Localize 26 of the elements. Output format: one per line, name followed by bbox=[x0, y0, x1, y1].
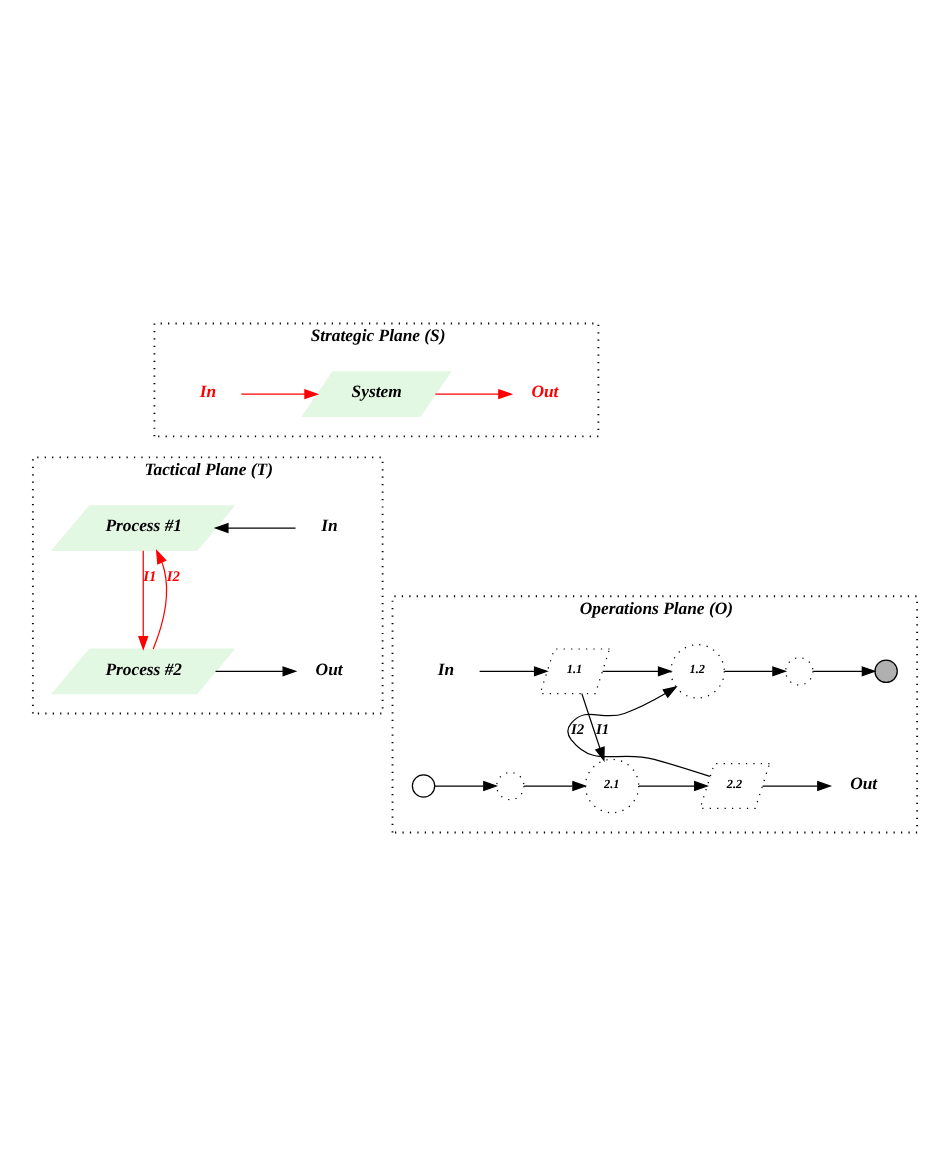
arrow bbox=[601, 666, 672, 677]
arrow bbox=[151, 548, 167, 650]
node-text: Out bbox=[849, 773, 877, 794]
arrow bbox=[137, 550, 148, 651]
arrow bbox=[433, 780, 498, 792]
node-text: In bbox=[320, 515, 337, 536]
node-text: In bbox=[198, 381, 216, 402]
node-circle bbox=[410, 774, 435, 798]
node-circle bbox=[495, 771, 524, 801]
node-circle bbox=[873, 659, 897, 684]
arrow bbox=[580, 693, 604, 763]
arrow bbox=[723, 666, 787, 677]
node-text: Out bbox=[314, 658, 342, 679]
arrow bbox=[239, 388, 319, 400]
arrow bbox=[478, 666, 548, 677]
arrow bbox=[213, 666, 297, 677]
node-circle bbox=[784, 657, 813, 686]
arrow bbox=[811, 666, 876, 677]
node-text: In bbox=[436, 658, 454, 679]
arrow bbox=[433, 388, 513, 400]
arrow bbox=[760, 780, 832, 792]
node-text: Out bbox=[530, 381, 558, 402]
arrow bbox=[212, 522, 296, 534]
arrow bbox=[566, 686, 710, 778]
arrow bbox=[522, 780, 587, 792]
arrow bbox=[637, 780, 708, 792]
